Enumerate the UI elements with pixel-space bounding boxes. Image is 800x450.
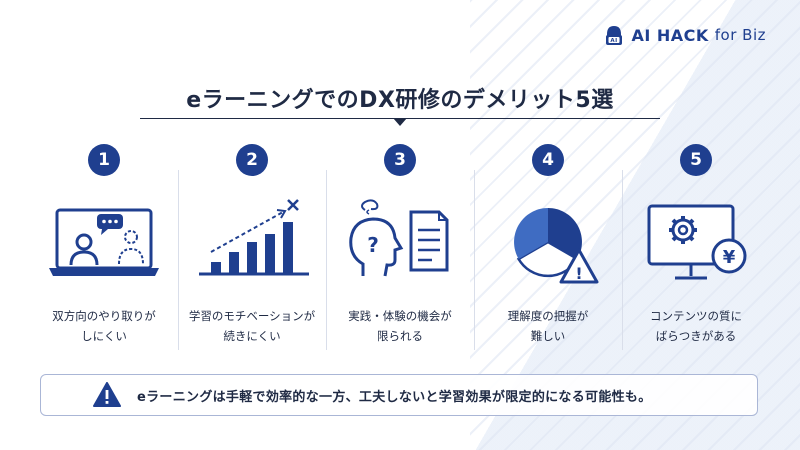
item-number: 1 [88,144,120,176]
item-label: 学習のモチベーションが 続きにくい [188,309,316,343]
logo-suffix: for Biz [714,26,766,44]
question-mark: ? [367,233,379,257]
page-title: eラーニングでのDX研修のデメリット5選 [186,88,614,113]
declining-bar-chart-icon [199,199,309,276]
summary-note: eラーニングは手軽で効率的な一方、工夫しないと学習効果が限定的になる可能性も。 [40,374,758,416]
title-notch [393,118,407,126]
monitor-gear-yen-icon: ¥ [647,204,747,280]
summary-text: eラーニングは手軽で効率的な一方、工夫しないと学習効果が限定的になる可能性も。 [137,389,652,405]
logo-badge-text: AI [611,38,618,44]
item-number: 5 [680,144,712,176]
warning-mark: ! [575,264,582,283]
demerit-item-3: 3 ? 実践・体験の機会が 限られる [326,140,474,360]
robot-logo-icon: AI [606,26,623,45]
item-label: 実践・体験の機会が 限られる [348,309,452,343]
demerit-item-2: 2 学習のモチベーションが 続きにくい [178,140,326,360]
demerit-item-4: 4 ! 理解度の把握が 難しい [474,140,622,360]
warning-icon [93,382,121,407]
confused-head-document-icon: ? [349,199,449,277]
logo-text: AI HACK [631,25,709,45]
title-area: eラーニングでのDX研修のデメリット5選 [0,82,800,114]
brand-logo: AI AI HACK for Biz [603,24,766,46]
item-number: 2 [236,144,268,176]
item-number: 3 [384,144,416,176]
yen-mark: ¥ [723,247,736,268]
demerit-item-1: 1 双方向のやり取りが しにくい [30,140,178,360]
item-label: コンテンツの質に ばらつきがある [650,309,742,343]
demerit-list: 1 双方向のやり取りが しにくい 2 [30,140,770,360]
video-call-icon [49,208,159,276]
item-label: 理解度の把握が 難しい [507,309,589,343]
pie-chart-warning-icon: ! [514,208,599,284]
demerit-item-5: 5 ¥ コンテンツの質に ばらつきがある [622,140,770,360]
item-label: 双方向のやり取りが しにくい [52,309,156,343]
item-number: 4 [532,144,564,176]
